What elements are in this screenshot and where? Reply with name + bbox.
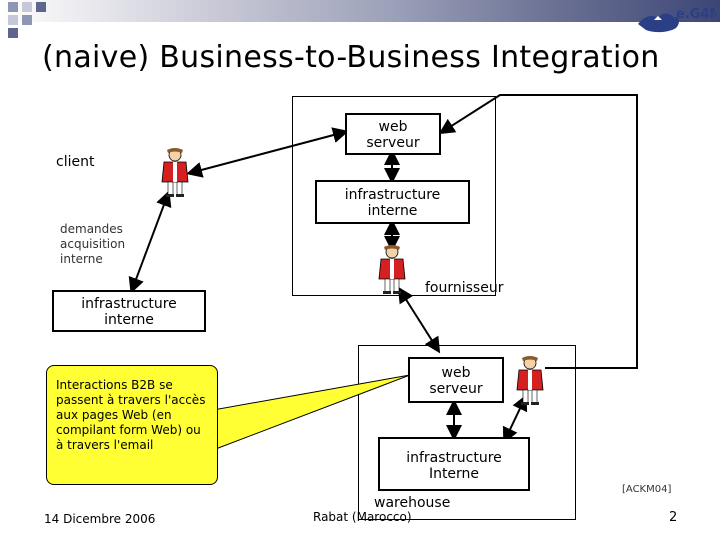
fournisseur-infra-box: infrastructure interne [315,180,470,224]
warehouse-label: warehouse [374,495,451,511]
callout-text: Interactions B2B se passent à travers l'… [56,378,206,452]
fournisseur-frame [292,96,496,296]
client-note: demandes acquisition interne [60,222,126,266]
client-label: client [56,154,95,170]
fournisseur-person-icon [377,245,407,299]
client-infra-box: infrastructure interne [52,290,206,332]
page-title: (naive) Business-to-Business Integration [42,40,660,75]
warehouse-web-box: web serveur [408,357,504,403]
warehouse-person-icon [515,356,545,410]
fournisseur-web-box: web serveur [345,113,441,155]
page-number: 2 [669,510,678,525]
callout [46,365,218,485]
logo: e.G4M [636,2,720,36]
warehouse-infra-box: infrastructure Interne [378,437,530,491]
logo-text: e.G4M [676,7,716,22]
link-client-infra [128,190,172,294]
fournisseur-label: fournisseur [425,280,504,296]
client-person-icon [160,148,190,202]
footer-ref: [ACKM04] [622,484,672,495]
footer-place: Rabat (Marocco) [313,510,412,524]
link-client-web [186,127,349,178]
header-bar [0,0,720,22]
footer-date: 14 Dicembre 2006 [44,512,156,526]
warehouse-frame [358,345,576,520]
